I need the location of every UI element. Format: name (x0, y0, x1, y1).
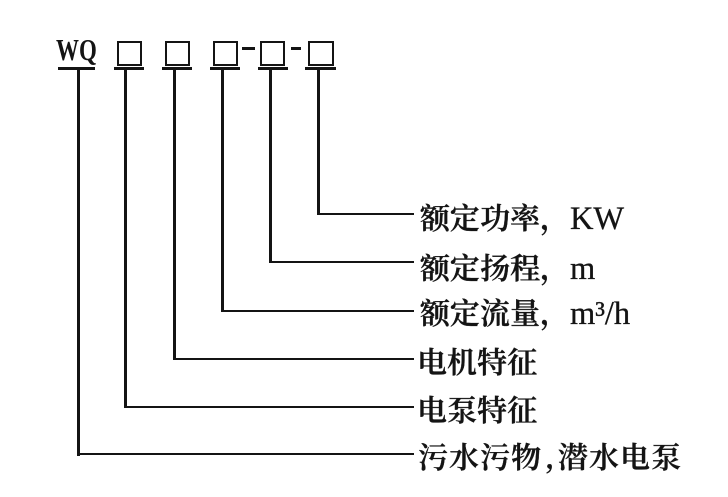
leader-vertical-box-4 (269, 69, 272, 264)
label-rated-power: 额定功率，KW (420, 194, 624, 238)
underline-wq (58, 67, 95, 70)
dash-separator-2 (290, 46, 302, 50)
underline-box-4 (257, 67, 288, 70)
dash-separator-1 (242, 46, 255, 50)
label-rated-head: 额定扬程，m (420, 243, 596, 288)
label-pump-feature: 电泵特征 (417, 386, 537, 430)
model-box-3 (212, 41, 238, 66)
model-box-5 (307, 41, 334, 66)
leader-horizontal-4 (173, 357, 414, 361)
leader-vertical-box-1 (124, 69, 127, 409)
leader-vertical-box-5 (317, 69, 320, 216)
underline-box-5 (305, 67, 336, 70)
underline-box-3 (209, 67, 241, 70)
label-motor-feature: 电机特征 (417, 338, 537, 382)
leader-vertical-box-3 (221, 69, 224, 313)
label-pump-type: 污水污物,潜水电泵 (418, 432, 682, 477)
model-box-2 (164, 41, 190, 66)
leader-horizontal-1 (317, 212, 414, 216)
leader-horizontal-2 (269, 260, 414, 264)
leader-horizontal-3 (221, 309, 414, 313)
model-box-1 (116, 41, 142, 66)
leader-vertical-wq (77, 69, 80, 456)
leader-horizontal-5 (124, 405, 414, 409)
leader-vertical-box-2 (173, 69, 176, 361)
model-prefix-text: WQ (56, 31, 97, 67)
underline-box-2 (161, 67, 193, 70)
label-rated-flow: 额定流量，m³/h (420, 289, 631, 333)
underline-box-1 (113, 67, 145, 70)
leader-horizontal-6 (77, 452, 414, 456)
model-box-4 (260, 41, 285, 66)
